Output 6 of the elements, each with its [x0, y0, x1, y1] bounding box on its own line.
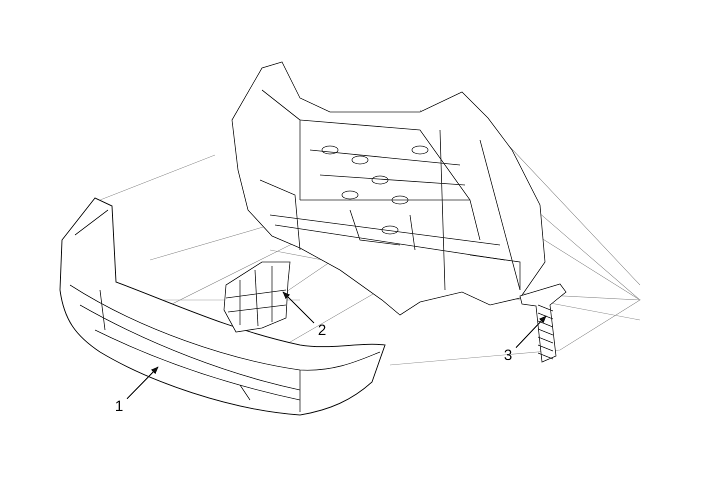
leader-line [126, 366, 159, 400]
callout-number: 3 [501, 347, 515, 365]
leader-line [516, 315, 547, 348]
callout-number: 1 [112, 398, 126, 416]
callout-number: 2 [315, 322, 329, 340]
leader-line [282, 291, 314, 324]
